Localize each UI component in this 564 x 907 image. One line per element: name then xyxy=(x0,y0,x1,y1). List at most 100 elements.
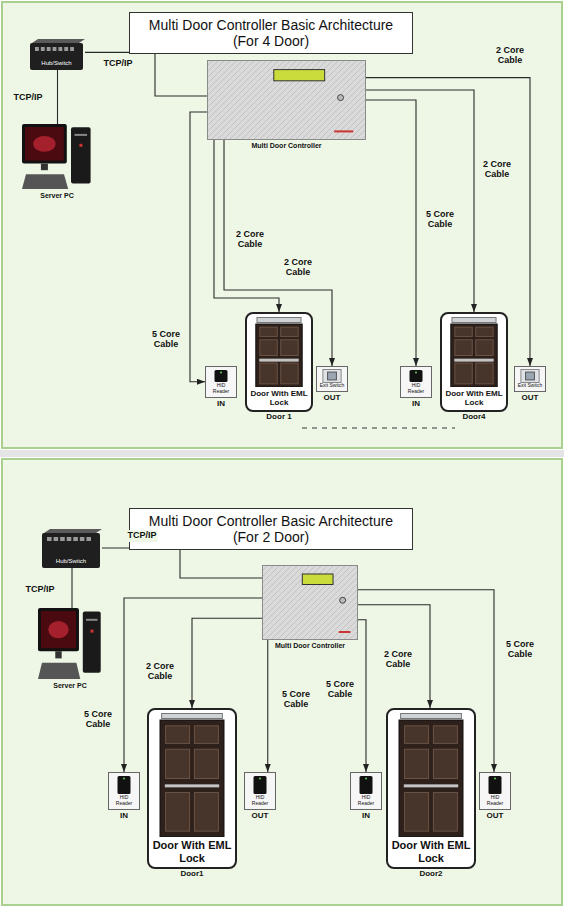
door-panel xyxy=(260,363,277,384)
reader-picture xyxy=(403,369,429,383)
direction-label: IN xyxy=(412,399,420,408)
hub-port xyxy=(35,47,39,51)
door-picture xyxy=(445,317,503,387)
hub-port xyxy=(80,537,85,541)
hub-port xyxy=(41,47,45,51)
eml-lock xyxy=(162,714,223,719)
server-picture xyxy=(22,124,92,190)
switch-button xyxy=(328,372,337,380)
cable-label: TCP/IP xyxy=(12,92,43,104)
hub-port xyxy=(47,537,52,541)
direction-label: IN xyxy=(120,811,128,820)
hid-reader: HID ReaderIN xyxy=(350,772,382,810)
switch-plate xyxy=(521,370,539,383)
cable-label: 5 Core Cable xyxy=(421,209,459,231)
controller-housing xyxy=(208,61,366,140)
door-panel xyxy=(281,363,298,384)
cable-label: TCP/IP xyxy=(126,530,157,542)
door-panel xyxy=(455,340,472,356)
hub-port xyxy=(47,47,51,51)
door-panel xyxy=(405,749,429,778)
cable-connector xyxy=(190,112,207,382)
door-label: Door With EML Lock xyxy=(391,839,471,864)
cable-label: 2 Core Cable xyxy=(478,159,516,181)
cable-label: 5 Core Cable xyxy=(147,329,185,351)
eml-lock xyxy=(452,318,496,323)
hub-port xyxy=(86,537,91,541)
cable-label: 5 Core Cable xyxy=(501,639,539,661)
ctrl-picture xyxy=(262,565,358,640)
reader-led xyxy=(415,372,417,374)
door-box: Door With EML LockDoor1 xyxy=(147,708,237,869)
node-label: Exit Switch xyxy=(517,383,543,389)
hid-reader: HID ReaderIN xyxy=(108,772,140,810)
stand xyxy=(41,164,48,171)
hid-reader: HID ReaderIN xyxy=(205,366,237,398)
logo-mark xyxy=(339,631,351,633)
door-label: Door With EML Lock xyxy=(445,389,503,407)
screen xyxy=(41,611,76,648)
switch-plate xyxy=(323,370,341,383)
door-panel xyxy=(476,363,493,384)
tower-slot xyxy=(75,134,88,136)
hub-port xyxy=(70,47,74,51)
direction-label: OUT xyxy=(487,811,504,820)
cable-connector xyxy=(366,100,416,366)
door-leaf xyxy=(451,324,497,387)
tower xyxy=(83,612,101,673)
node-label: HID Reader xyxy=(247,795,273,807)
lcd-display xyxy=(302,574,333,585)
reader-body xyxy=(118,776,131,794)
direction-label: Door2 xyxy=(419,869,442,878)
door-panel xyxy=(405,793,429,832)
server-pc: Server PC xyxy=(22,124,92,190)
node-label: HID Reader xyxy=(403,383,429,395)
reader-led xyxy=(220,372,222,374)
direction-label: Door1 xyxy=(180,869,203,878)
node-label: Multi Door Controller Basic Architecture… xyxy=(142,17,400,49)
node-label: Hub/Switch xyxy=(30,60,83,67)
reader-picture xyxy=(482,775,508,795)
node-label: Multi Door Controller xyxy=(252,142,322,150)
cable-connector xyxy=(71,568,72,608)
reader-body xyxy=(254,776,267,794)
key-lock xyxy=(338,95,344,101)
reader-led xyxy=(494,778,496,780)
door-panel xyxy=(405,726,429,744)
lcd-display xyxy=(274,70,325,81)
node-label: Exit Switch xyxy=(319,383,345,389)
door-leaf xyxy=(256,324,302,387)
direction-label: OUT xyxy=(324,393,341,402)
cable-connector xyxy=(358,620,366,772)
title-box: Multi Door Controller Basic Architecture… xyxy=(129,508,413,550)
hub-switch: Hub/Switch xyxy=(30,38,85,70)
door-panel xyxy=(281,340,298,356)
hub-body xyxy=(30,43,83,70)
cable-label: 2 Core Cable xyxy=(491,45,529,67)
logo-mark xyxy=(334,130,353,132)
door-picture xyxy=(391,713,471,837)
cable-label: 2 Core Cable xyxy=(231,229,269,251)
screen xyxy=(25,127,64,161)
node-label: HID Reader xyxy=(353,795,379,807)
cable-connector xyxy=(192,618,262,708)
cable-connector xyxy=(85,52,207,96)
cable-connector xyxy=(267,640,268,772)
tower xyxy=(71,127,91,183)
eml-lock xyxy=(401,714,462,719)
cable-connector xyxy=(358,605,430,708)
reader-picture xyxy=(208,369,234,383)
door-controller: Multi Door Controller xyxy=(207,60,366,140)
reader-body xyxy=(360,776,373,794)
monitor xyxy=(22,124,67,164)
ctrl-picture xyxy=(207,60,366,140)
screen-glow xyxy=(33,136,55,152)
door-panel xyxy=(455,363,472,384)
cable-label: 5 Core Cable xyxy=(321,679,359,701)
door-picture xyxy=(250,317,308,387)
screen-glow xyxy=(48,621,68,638)
panel xyxy=(2,2,562,448)
direction-label: IN xyxy=(217,399,225,408)
reader-led xyxy=(365,778,367,780)
